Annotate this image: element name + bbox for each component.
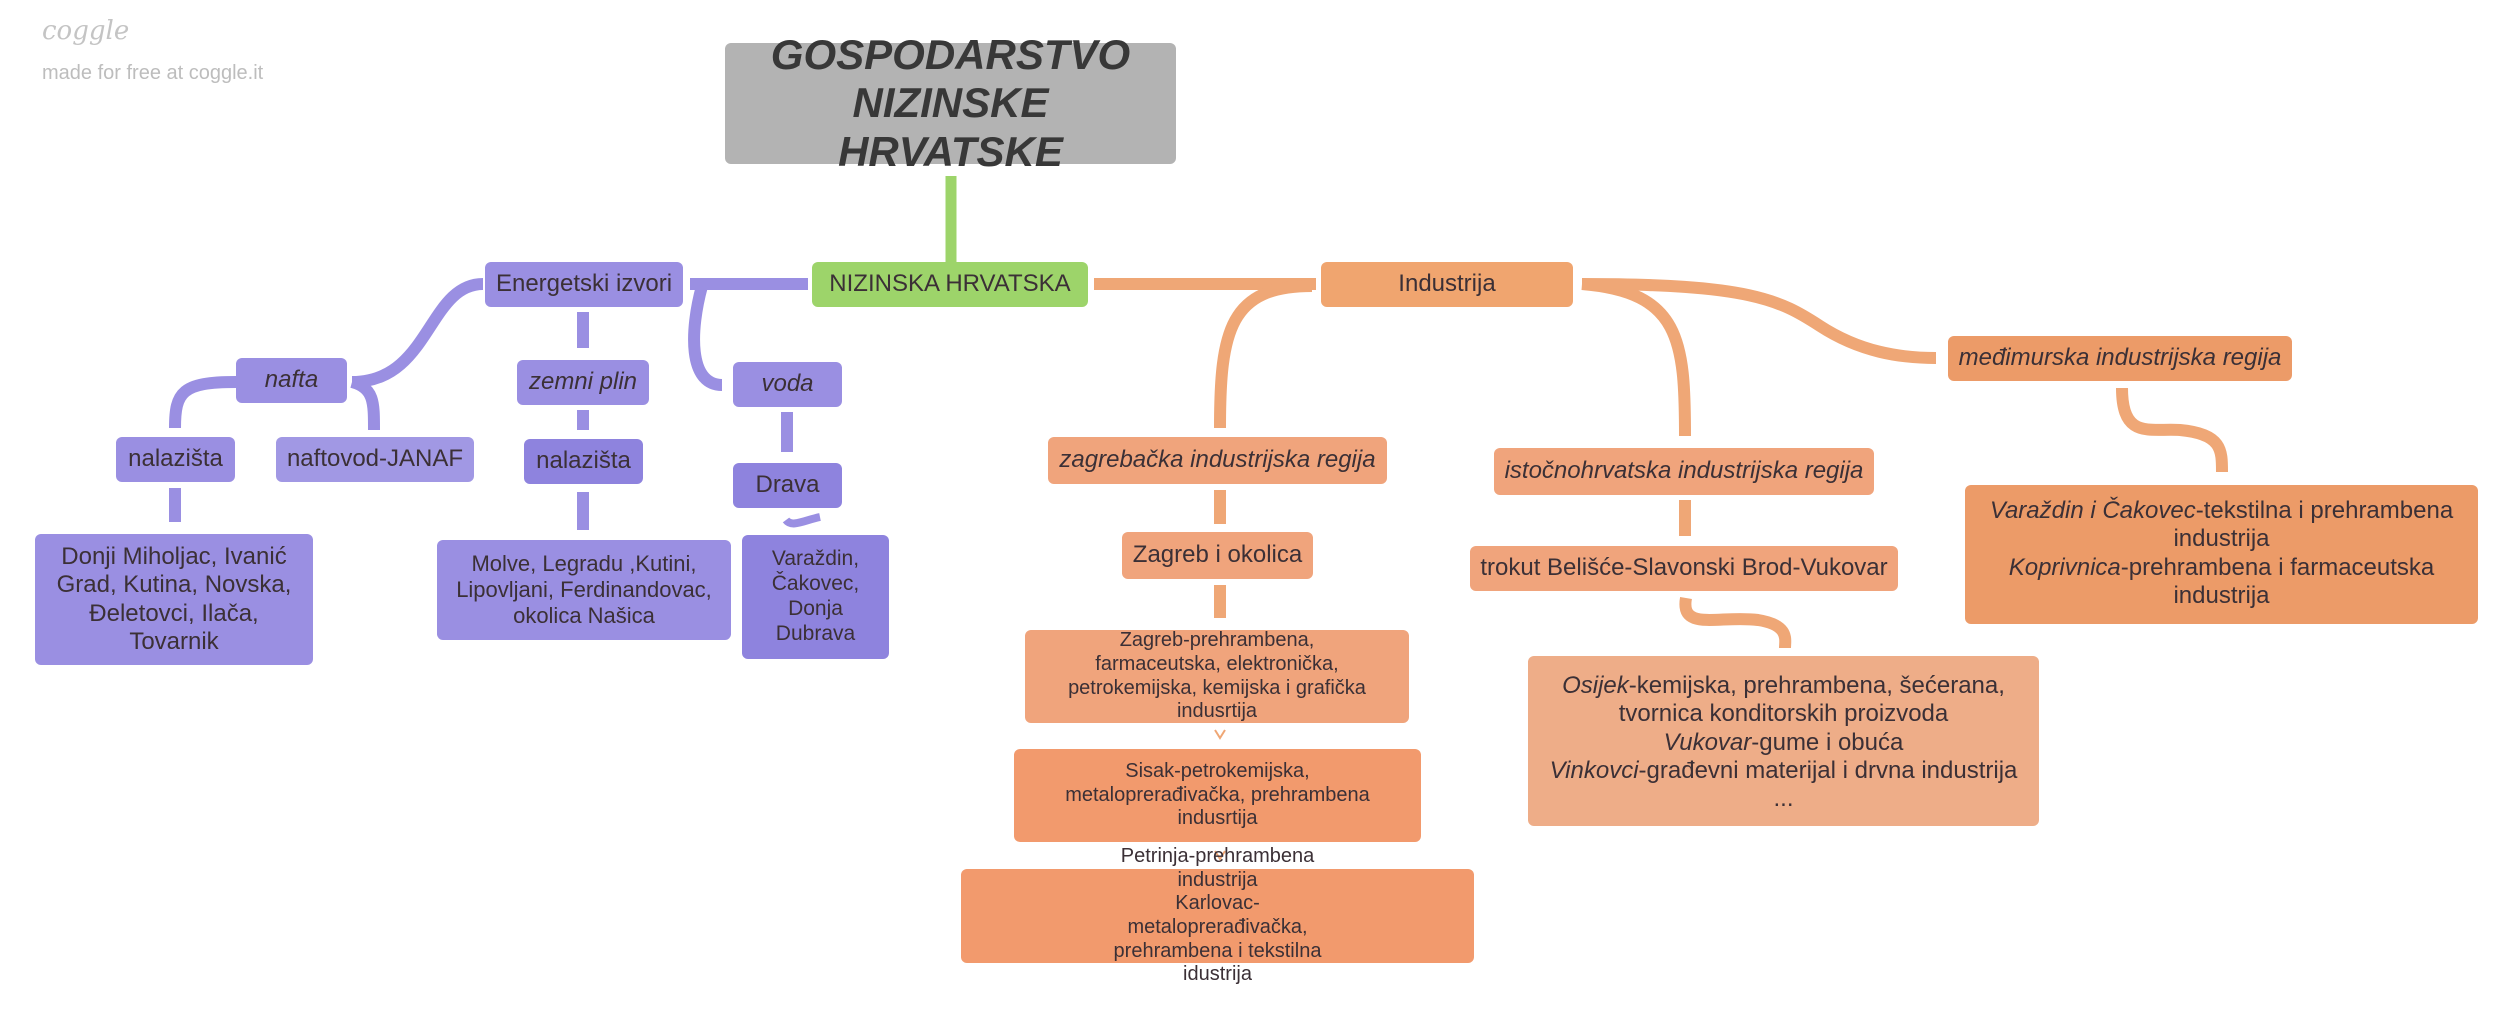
chevron-down-icon <box>1214 850 1226 861</box>
petrinja-line: Petrinja-prehrambena industrija <box>1120 845 1315 891</box>
connector-energy-nafta <box>351 278 484 388</box>
vukovar-text: -gume i obuća <box>1751 728 1904 756</box>
osijek-text: -kemijska, prehrambena, šećerana, tvorni… <box>1618 672 2005 728</box>
node-zemni-plin[interactable]: zemni plin <box>517 360 649 405</box>
node-nizinska-hrvatska[interactable]: NIZINSKA HRVATSKA <box>812 262 1088 307</box>
node-voda[interactable]: voda <box>733 362 842 407</box>
node-energetski-izvori[interactable]: Energetski izvori <box>485 262 683 307</box>
osijek-city: Osijek <box>1562 672 1629 699</box>
node-nafta-places[interactable]: Donji Miholjac, Ivanić Grad, Kutina, Nov… <box>35 534 313 665</box>
node-plin-places[interactable]: Molve, Legradu ,Kutini, Lipovljani, Ferd… <box>437 540 731 640</box>
connector-nafta-naftovod <box>350 376 380 431</box>
node-petrinja-karlovac[interactable]: Petrinja-prehrambena industrija Karlovac… <box>961 845 1474 985</box>
connector-nafta-nalazista <box>169 376 237 429</box>
node-zagreb-detail[interactable]: Zagreb-prehrambena, farmaceutska, elektr… <box>1025 629 1409 723</box>
node-nafta[interactable]: nafta <box>236 358 347 403</box>
connector-industry-zagreb <box>1214 280 1313 429</box>
node-east-detail[interactable]: Osijek-kemijska, prehrambena, šećerana, … <box>1528 656 2039 826</box>
koprivnica-city: Koprivnica <box>2008 553 2121 581</box>
coggle-tagline-link[interactable]: made for free at coggle.it <box>42 62 264 84</box>
vukovar-city: Vukovar <box>1663 728 1752 756</box>
karlovac-line: Karlovac-metaloprerađivačka, prehrambena… <box>1113 892 1322 986</box>
connector-medjimurje-detail <box>2116 387 2228 473</box>
vinkovci-text: -građevni materijal i drvna industrija <box>1638 756 2018 784</box>
node-istocnohrvatska-regija[interactable]: istočnohrvatska industrijska regija <box>1494 448 1874 495</box>
connector-drava-places <box>782 513 821 528</box>
koprivnica-text: -prehrambena i farmaceutska industrija <box>2120 553 2435 609</box>
node-plin-nalazista[interactable]: nalazišta <box>524 439 643 484</box>
node-nafta-nalazista[interactable]: nalazišta <box>116 437 235 482</box>
node-naftovod-janaf[interactable]: naftovod-JANAF <box>276 437 474 482</box>
node-industrija[interactable]: Industrija <box>1321 262 1573 307</box>
connector-triangle-osijek <box>1679 596 1792 649</box>
varazdin-cakovec-text: -tekstilna i prehrambena industrija <box>2173 497 2454 553</box>
node-zagrebacka-regija[interactable]: zagrebačka industrijska regija <box>1048 437 1387 484</box>
node-zagreb-okolica[interactable]: Zagreb i okolica <box>1122 532 1313 579</box>
connector-industry-medjimurje <box>1581 278 1937 364</box>
node-trokut[interactable]: trokut Belišće-Slavonski Brod-Vukovar <box>1470 546 1898 591</box>
connector-industry-east <box>1581 278 1691 437</box>
coggle-logo: coggle <box>42 16 130 46</box>
varazdin-cakovec-city: Varaždin i Čakovec <box>1989 497 2196 524</box>
connector-energy-voda <box>688 284 723 391</box>
vinkovci-city: Vinkovci <box>1549 756 1639 784</box>
node-sisak-detail[interactable]: Sisak-petrokemijska, metaloprerađivačka,… <box>1014 749 1421 842</box>
root-title-node[interactable]: GOSPODARSTVO NIZINSKE HRVATSKE <box>725 31 1176 175</box>
title-line-1: GOSPODARSTVO <box>770 31 1131 79</box>
node-drava[interactable]: Drava <box>733 463 842 508</box>
node-medjimurje-detail[interactable]: Varaždin i Čakovec-tekstilna i prehrambe… <box>1965 485 2478 624</box>
title-line-2: NIZINSKE HRVATSKE <box>838 79 1063 175</box>
node-drava-places[interactable]: Varaždin, Čakovec, Donja Dubrava <box>742 535 889 659</box>
chevron-down-icon <box>1214 729 1226 740</box>
node-medjimurska-regija[interactable]: međimurska industrijska regija <box>1948 336 2292 381</box>
more-ellipsis: ... <box>1773 785 1794 813</box>
